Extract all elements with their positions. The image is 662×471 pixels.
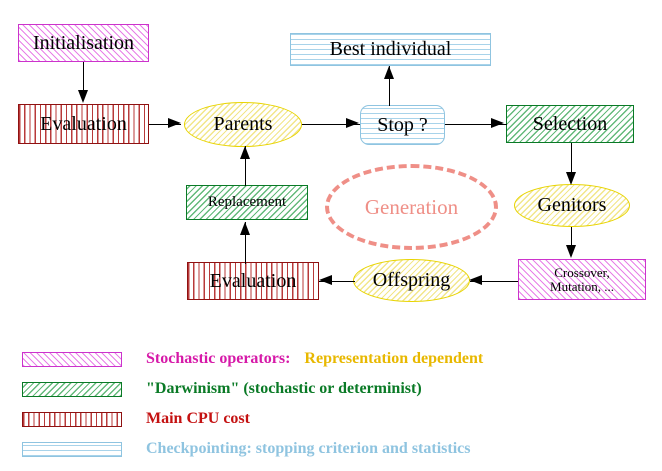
arrowhead-stop-to-selection (491, 118, 504, 128)
node-best-individual: Best individual (290, 33, 491, 66)
node-evaluation-bottom: Evaluation (187, 262, 319, 300)
generation-label: Generation (364, 194, 459, 219)
legend-row-darwinism: "Darwinism" (stochastic or determinist) (22, 378, 422, 400)
edge-replacement-to-parents (245, 146, 247, 186)
legend-swatch-red (22, 411, 122, 427)
edge-crossover-to-offspring (470, 281, 518, 283)
node-parents: Parents (184, 102, 302, 147)
edge-selection-to-genitors (571, 143, 573, 175)
arrowhead-crossover-to-offspring (469, 275, 482, 285)
legend-row-cpu-cost: Main CPU cost (22, 408, 250, 430)
node-selection: Selection (506, 105, 634, 143)
arrowhead-evaluation-to-parents (168, 118, 181, 128)
edge-evaluation-to-replacement (245, 222, 247, 264)
node-replacement: Replacement (186, 185, 308, 220)
edge-genitors-to-crossover (571, 227, 573, 248)
edge-initialisation-to-evaluation (83, 62, 85, 92)
arrowhead-parents-to-stop (346, 118, 359, 128)
legend-swatch-green (22, 381, 122, 397)
arrowhead-offspring-to-evaluation (319, 275, 332, 285)
node-genitors: Genitors (514, 184, 630, 227)
legend-label-main-cpu-cost: Main CPU cost (146, 410, 250, 427)
node-stop: Stop ? (360, 105, 445, 145)
legend-label-darwinism: "Darwinism" (stochastic or determinist) (146, 380, 422, 397)
arrowhead-replacement-to-parents (239, 146, 250, 159)
edge-offspring-to-evaluation (319, 281, 355, 283)
node-evaluation-top: Evaluation (18, 104, 149, 144)
edge-stop-to-best (389, 66, 391, 106)
node-generation: Generation (325, 164, 498, 250)
edge-evaluation-to-parents (149, 124, 181, 126)
legend-row-checkpointing: Checkpointing: stopping criterion and st… (22, 438, 470, 460)
arrowhead-stop-to-best (383, 66, 394, 79)
node-crossover-mutation: Crossover, Mutation, ... (518, 259, 646, 300)
legend-label-representation-dependent: Representation dependent (304, 350, 484, 367)
arrowhead-selection-to-genitors (565, 172, 576, 185)
legend-label-checkpointing: Checkpointing: stopping criterion and st… (146, 440, 471, 457)
legend-row-stochastic: Stochastic operators: Representation dep… (22, 348, 483, 370)
edge-parents-to-stop (302, 124, 360, 126)
arrowhead-genitors-to-crossover (565, 245, 576, 258)
edge-stop-to-selection (445, 124, 507, 126)
node-initialisation: Initialisation (18, 24, 149, 62)
legend: Stochastic operators: Representation dep… (0, 340, 662, 460)
arrowhead-initialisation-to-evaluation (77, 90, 88, 103)
node-offspring: Offspring (353, 259, 470, 302)
legend-swatch-blue (22, 441, 122, 457)
legend-swatch-magenta (22, 351, 122, 367)
arrowhead-evaluation-to-replacement (239, 222, 250, 235)
legend-label-stochastic-operators: Stochastic operators: (146, 350, 291, 367)
